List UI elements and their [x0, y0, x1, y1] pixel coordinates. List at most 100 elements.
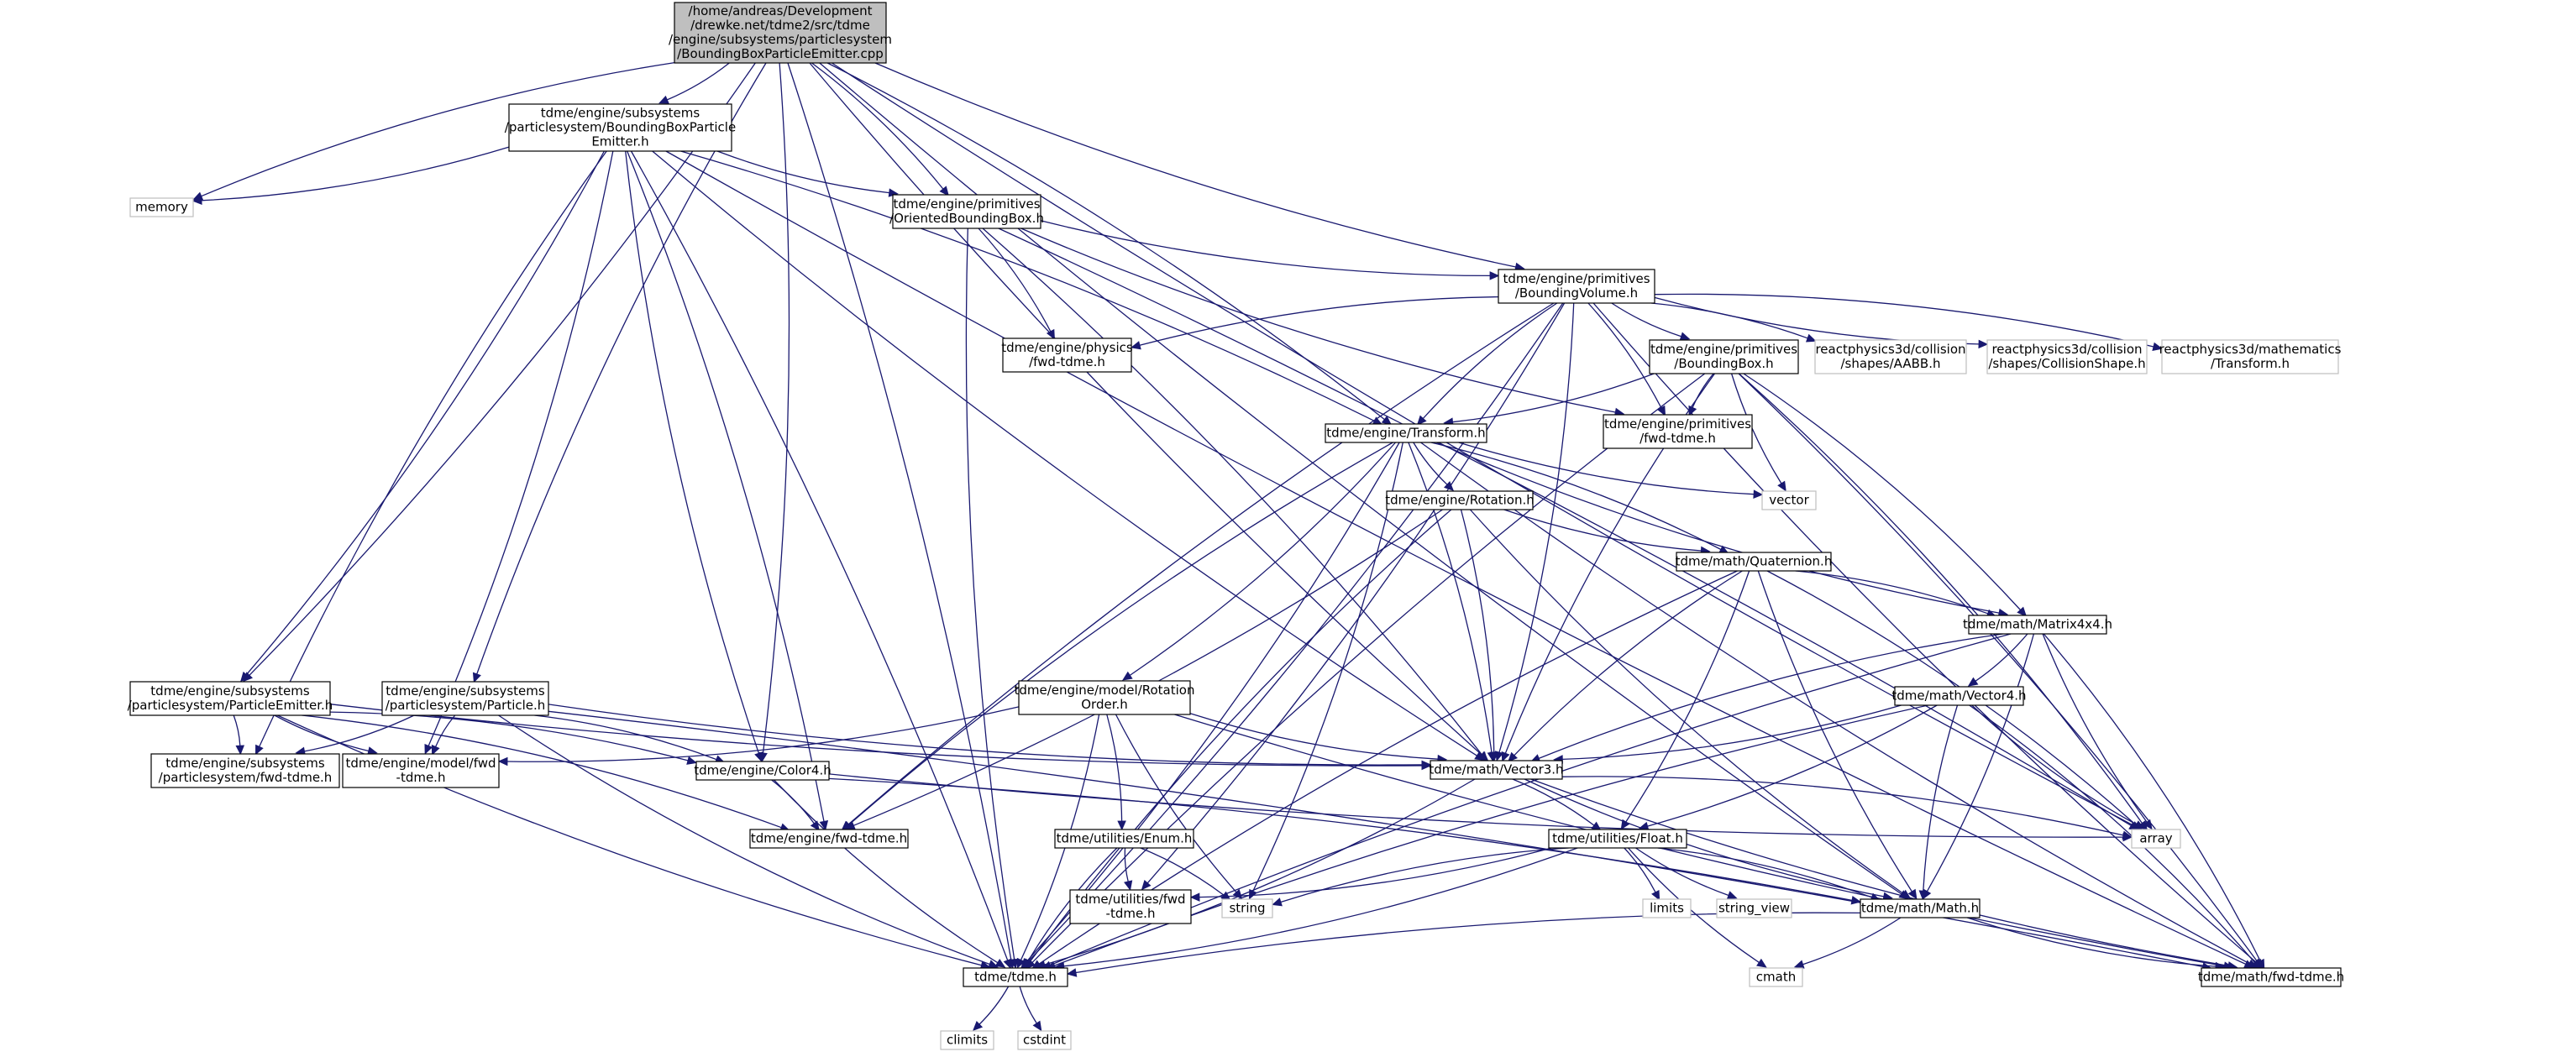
edge-bv-to-bb — [1611, 302, 1681, 338]
node-box-tdme_h — [963, 967, 1068, 987]
edge-arrowhead-bv-to-aabb — [1805, 333, 1817, 343]
node-label-cshape-line-1: /shapes/CollisionShape.h — [1988, 356, 2145, 371]
node-label-color4-line-0: tdme/engine/Color4.h — [694, 763, 832, 778]
edge-v4-to-v3 — [1562, 704, 1902, 761]
node-rtransform[interactable]: reactphysics3d/mathematics/Transform.h — [2159, 339, 2342, 374]
node-memory[interactable]: memory — [129, 197, 194, 217]
node-particle[interactable]: tdme/engine/subsystems/particlesystem/Pa… — [381, 681, 549, 716]
node-bbpe_h[interactable]: tdme/engine/subsystems/particlesystem/Bo… — [505, 103, 736, 152]
node-root[interactable]: /home/andreas/Development/drewke.net/tdm… — [669, 2, 892, 64]
edge-v3-to-math_fwd — [1530, 778, 2229, 967]
graph-nodes: /home/andreas/Development/drewke.net/tdm… — [128, 2, 2344, 1050]
edge-root-to-pemitter — [249, 62, 756, 676]
node-box-m44 — [1968, 615, 2107, 635]
edge-bbpe_h-to-pemitter — [245, 150, 605, 676]
edge-root-to-v3 — [809, 62, 1482, 756]
node-cstdint[interactable]: cstdint — [1017, 1030, 1072, 1050]
edge-arrowhead-bv-to-transform — [1416, 415, 1427, 426]
node-rotation[interactable]: tdme/engine/Rotation.h — [1385, 490, 1535, 510]
node-label-tdme_h-line-0: tdme/tdme.h — [974, 970, 1057, 985]
node-prim_fwd[interactable]: tdme/engine/primitives/fwd-tdme.h — [1603, 414, 1753, 449]
node-v3[interactable]: tdme/math/Vector3.h — [1429, 760, 1564, 780]
node-bv[interactable]: tdme/engine/primitives/BoundingVolume.h — [1498, 269, 1655, 304]
node-enum[interactable]: tdme/utilities/Enum.h — [1054, 829, 1194, 849]
node-box-float — [1548, 829, 1687, 849]
node-v4[interactable]: tdme/math/Vector4.h — [1891, 686, 2027, 706]
node-label-float-line-0: tdme/utilities/Float.h — [1552, 831, 1683, 846]
node-vector[interactable]: vector — [1761, 490, 1817, 510]
node-quat[interactable]: tdme/math/Quaternion.h — [1676, 552, 1833, 572]
node-float[interactable]: tdme/utilities/Float.h — [1548, 829, 1687, 849]
node-label-m44-line-0: tdme/math/Matrix4x4.h — [1963, 617, 2112, 632]
edge-root-to-obb — [811, 62, 944, 190]
edge-tdme_h-to-cstdint — [1019, 986, 1037, 1024]
node-string_view[interactable]: string_view — [1716, 898, 1792, 918]
edge-bv-to-util_fwd — [1146, 302, 1566, 884]
node-array[interactable]: array — [2131, 829, 2181, 849]
edge-root-to-particle — [476, 62, 767, 675]
edge-particle-to-v3 — [548, 704, 1423, 766]
node-box-rotorder — [1018, 680, 1191, 715]
node-box-vector — [1761, 490, 1817, 510]
edge-quat-to-m44 — [1795, 570, 1988, 615]
edge-arrowhead-bbpe_h-to-color4 — [754, 751, 763, 762]
edge-arrowhead-v3-to-array — [2122, 830, 2133, 840]
edge-arrowhead-pemitter-to-ps_fwd — [235, 745, 245, 756]
node-math_fwd[interactable]: tdme/math/fwd-tdme.h — [2198, 967, 2344, 987]
node-transform[interactable]: tdme/engine/Transform.h — [1325, 423, 1487, 443]
node-box-limits — [1642, 898, 1692, 918]
edge-bv-to-tdme_h — [1027, 302, 1564, 962]
node-physics_fwd[interactable]: tdme/engine/physics/fwd-tdme.h — [1001, 338, 1133, 373]
edge-rotation-to-math_h — [1469, 509, 1904, 894]
node-limits[interactable]: limits — [1642, 898, 1692, 918]
node-color4[interactable]: tdme/engine/Color4.h — [694, 761, 832, 781]
node-label-rotorder-line-0: tdme/engine/model/Rotation — [1014, 683, 1194, 698]
node-ps_fwd[interactable]: tdme/engine/subsystems/particlesystem/fw… — [150, 753, 340, 788]
edge-arrowhead-rotorder-to-model_fwd — [497, 756, 508, 767]
edge-pemitter-to-model_fwd — [274, 714, 370, 752]
edge-bbpe_h-to-color4 — [625, 150, 760, 754]
node-box-v3 — [1430, 760, 1563, 780]
node-m44[interactable]: tdme/math/Matrix4x4.h — [1963, 615, 2112, 635]
edge-arrowhead-color4-to-math_h — [1850, 896, 1862, 905]
node-obb[interactable]: tdme/engine/primitives/OrientedBoundingB… — [889, 194, 1044, 229]
node-cmath[interactable]: cmath — [1749, 967, 1803, 987]
edge-color4-to-tdme_h — [774, 779, 999, 964]
node-box-bb — [1649, 339, 1799, 374]
node-pemitter[interactable]: tdme/engine/subsystems/particlesystem/Pa… — [128, 681, 333, 716]
node-climits[interactable]: climits — [940, 1030, 994, 1050]
edge-rotation-to-eng_fwd — [853, 509, 1443, 826]
edge-obb-to-tdme_h — [965, 228, 1015, 960]
edge-bbpe_h-to-math_fwd — [665, 150, 2246, 965]
edge-v3-to-math_h — [1524, 778, 1885, 897]
edge-m44-to-v3 — [1538, 633, 2004, 760]
node-eng_fwd[interactable]: tdme/engine/fwd-tdme.h — [749, 829, 909, 849]
edge-arrowhead-math_h-to-tdme_h — [1066, 968, 1078, 977]
node-label-cmath-line-0: cmath — [1756, 970, 1796, 985]
node-bb[interactable]: tdme/engine/primitives/BoundingBox.h — [1649, 339, 1799, 374]
node-label-v3-line-0: tdme/math/Vector3.h — [1429, 762, 1563, 777]
edge-rotorder-to-enum — [1106, 714, 1123, 822]
node-label-util_fwd-line-1: -tdme.h — [1106, 906, 1156, 921]
node-tdme_h[interactable]: tdme/tdme.h — [963, 967, 1068, 987]
edge-m44-to-v4 — [1975, 633, 2028, 682]
edge-arrowhead-bv-to-bb — [1679, 332, 1691, 341]
node-label-cstdint-line-0: cstdint — [1023, 1033, 1066, 1048]
edge-arrowhead-bbpe_h-to-tdme_h — [1003, 958, 1012, 970]
node-math_h[interactable]: tdme/math/Math.h — [1860, 898, 1981, 918]
edge-transform-to-rotorder — [1129, 442, 1396, 676]
edge-arrowhead-particle-to-model_fwd — [431, 744, 440, 756]
node-cshape[interactable]: reactphysics3d/collision/shapes/Collisio… — [1986, 339, 2148, 374]
node-label-climits-line-0: climits — [947, 1033, 988, 1048]
edge-bb-to-array — [1738, 373, 2143, 824]
edge-v3-to-array — [1561, 776, 2124, 836]
node-label-model_fwd-line-0: tdme/engine/model/fwd — [345, 756, 496, 771]
node-util_fwd[interactable]: tdme/utilities/fwd-tdme.h — [1069, 889, 1192, 924]
node-box-transform — [1325, 423, 1487, 443]
node-label-aabb-line-0: reactphysics3d/collision — [1815, 342, 1965, 357]
node-string[interactable]: string — [1221, 898, 1273, 918]
node-model_fwd[interactable]: tdme/engine/model/fwd-tdme.h — [342, 753, 500, 788]
edge-bv-to-math_fwd — [1592, 302, 2257, 963]
node-aabb[interactable]: reactphysics3d/collision/shapes/AABB.h — [1814, 339, 1967, 374]
